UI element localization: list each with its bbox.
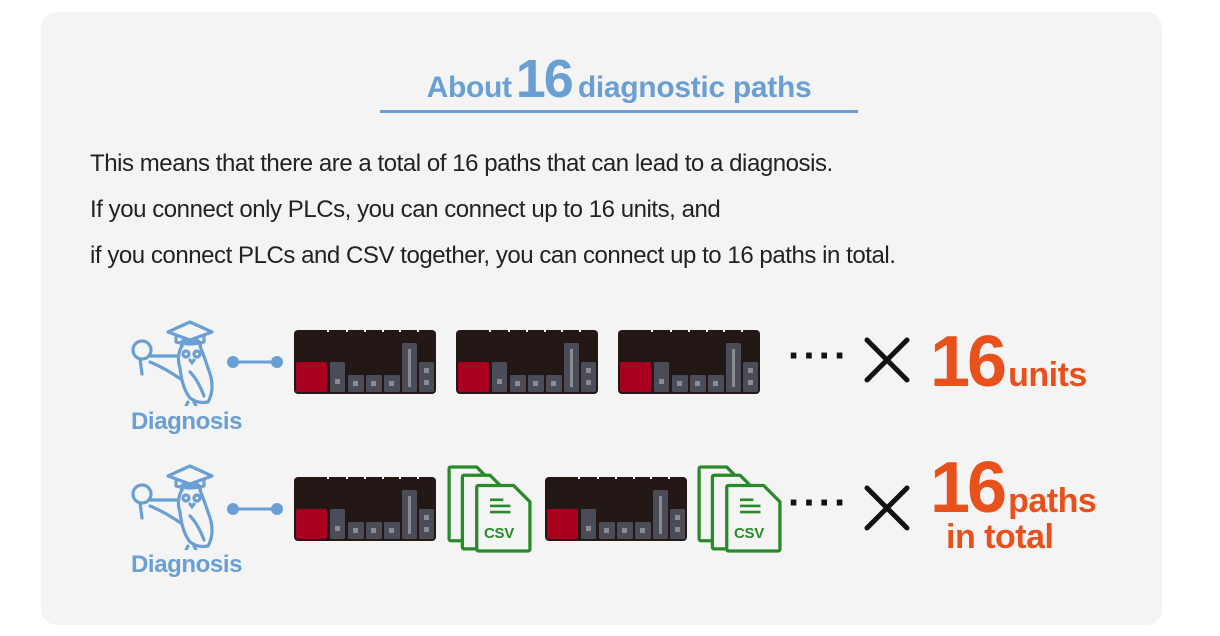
plc-icon xyxy=(545,477,687,541)
ellipsis: ···· xyxy=(788,481,850,525)
csv-files-icon: CSV xyxy=(696,465,782,553)
description-line-3: if you connect PLCs and CSV together, yo… xyxy=(90,242,896,269)
plc-icon xyxy=(456,330,598,394)
count-number: 16 xyxy=(930,322,1007,402)
csv-label: CSV xyxy=(484,525,514,542)
count-unit: units xyxy=(1008,356,1087,394)
count-unit-sub: in total xyxy=(946,518,1054,556)
csv-files-icon: CSV xyxy=(446,465,532,553)
owl-graduate-magnifier-icon xyxy=(120,460,230,550)
diagnosis-label: Diagnosis xyxy=(131,408,243,435)
connector-icon xyxy=(226,355,284,369)
plc-icon xyxy=(294,477,436,541)
description: This means that there are a total of 16 … xyxy=(90,141,896,279)
multiply-icon xyxy=(862,335,912,385)
title-prefix: About xyxy=(426,71,512,104)
diagnosis-label: Diagnosis xyxy=(131,551,243,578)
connector-icon xyxy=(226,502,284,516)
multiply-icon xyxy=(862,483,912,533)
ellipsis: ···· xyxy=(788,334,850,378)
owl-graduate-magnifier-icon xyxy=(120,316,230,406)
title-suffix: diagnostic paths xyxy=(577,71,812,104)
plc-icon xyxy=(618,330,760,394)
count-number: 16 xyxy=(930,448,1007,528)
description-line-2: If you connect only PLCs, you can connec… xyxy=(90,196,721,223)
description-line-1: This means that there are a total of 16 … xyxy=(90,150,833,177)
title-number: 16 xyxy=(515,49,574,109)
count-unit: paths xyxy=(1008,482,1097,520)
title-underline xyxy=(380,110,858,113)
csv-label: CSV xyxy=(734,525,764,542)
plc-icon xyxy=(294,330,436,394)
